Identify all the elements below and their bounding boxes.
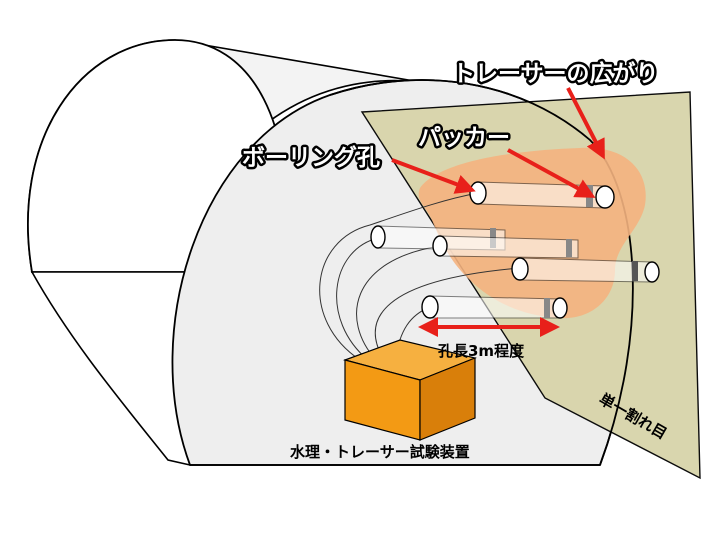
arrow-borehole	[391, 158, 476, 194]
annotation-arrows	[391, 87, 605, 337]
boreholes	[370, 181, 660, 319]
borehole-4	[511, 257, 660, 283]
borehole-5	[421, 295, 568, 319]
test-apparatus-box	[343, 339, 477, 441]
arrow-tracer-spread	[566, 87, 605, 160]
label-hole-length: 孔長3m程度	[438, 342, 525, 360]
label-test-apparatus: 水理・トレーサー試験装置	[290, 443, 470, 461]
label-packer: パッカー	[418, 125, 510, 151]
label-borehole: ボーリング孔	[242, 144, 380, 171]
arrow-packer	[507, 148, 596, 198]
borehole-3	[432, 235, 579, 259]
label-tracer-spread: トレーサーの広がり	[452, 60, 659, 87]
